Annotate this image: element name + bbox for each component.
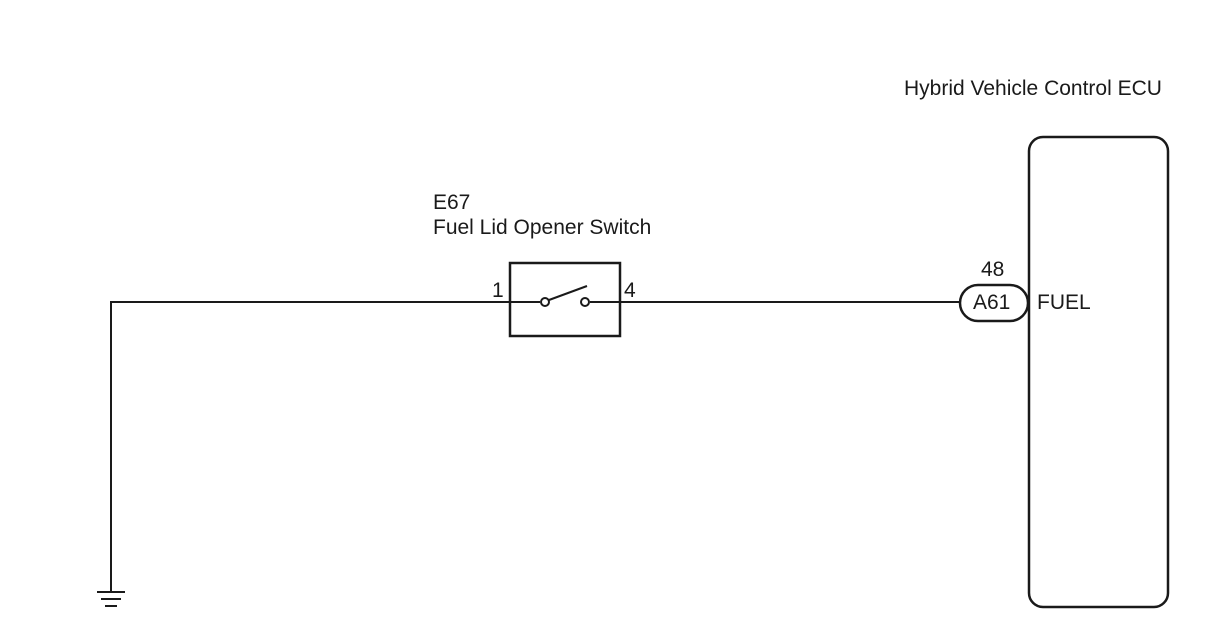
ecu-title: Hybrid Vehicle Control ECU (904, 77, 1162, 100)
switch-contact-left (540, 297, 550, 307)
switch-title: Fuel Lid Opener Switch (433, 216, 652, 239)
switch-blade (548, 285, 588, 301)
switch-pin-right: 4 (624, 279, 636, 302)
switch-pin-left: 1 (492, 279, 504, 302)
ground-wire (110, 301, 510, 592)
connector-pin-number: 48 (981, 258, 1005, 281)
ecu-box (1027, 135, 1170, 609)
connector-code: A61 (973, 291, 1011, 314)
switch-code: E67 (433, 191, 471, 214)
ground-icon (97, 591, 125, 607)
switch-box (508, 261, 622, 338)
connector-pill (958, 283, 1030, 323)
switch-contact-right (580, 297, 590, 307)
ecu-terminal-label: FUEL (1037, 291, 1091, 314)
